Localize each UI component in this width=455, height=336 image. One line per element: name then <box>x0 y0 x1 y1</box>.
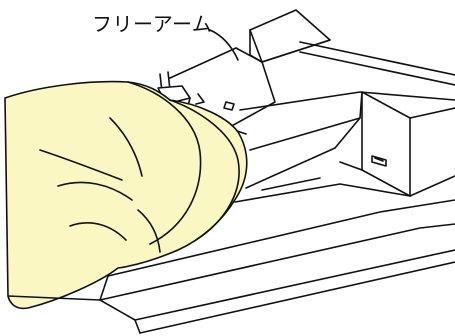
free-arm-label: フリーアーム <box>92 8 212 37</box>
callout-leader-line <box>210 30 238 60</box>
